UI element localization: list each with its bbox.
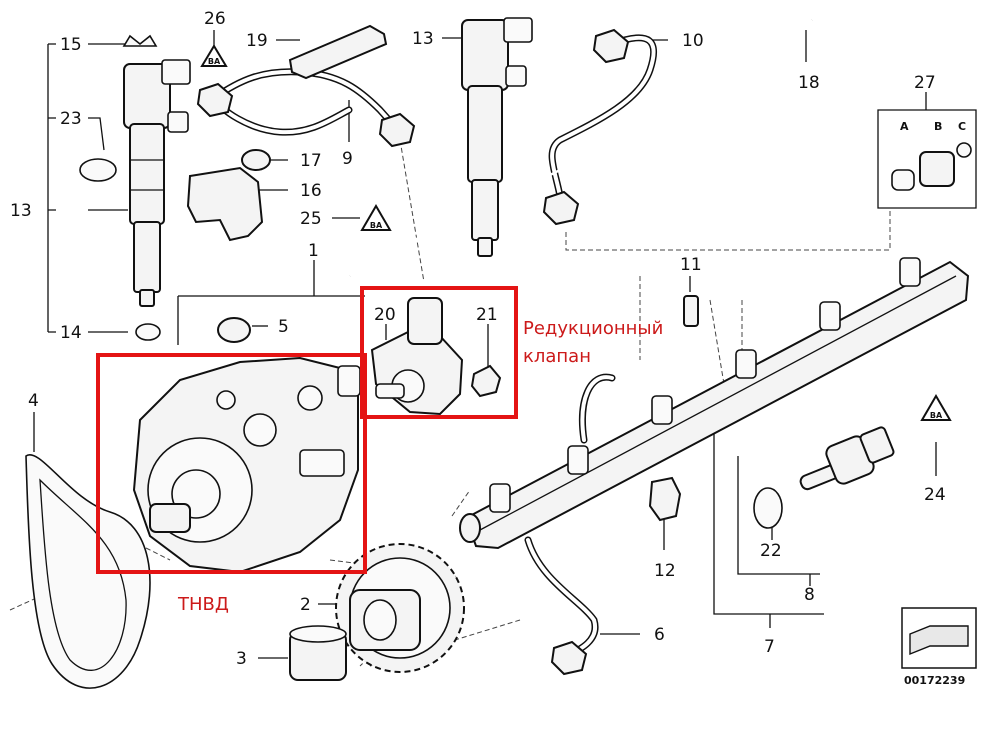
catalog-icon [909, 625, 969, 656]
holder-12 [648, 476, 682, 522]
callout-1: 1 [308, 241, 319, 261]
callout-2: 2 [300, 595, 311, 615]
valve-annotation-line2: клапан [523, 346, 591, 367]
reference-box: 00172239 [901, 607, 977, 687]
callout-23: 23 [60, 109, 82, 129]
connector-kit-27 [891, 142, 972, 191]
sub-part-a: A [900, 120, 909, 133]
valve-highlight-box [360, 286, 518, 419]
callout-3: 3 [236, 649, 247, 669]
screw-21 [470, 364, 502, 398]
fuel-pipes [210, 19, 813, 660]
warning-triangle-icon: BA [200, 44, 228, 67]
cap-17 [241, 149, 271, 171]
hose-19 [288, 24, 388, 80]
callout-26: 26 [204, 9, 226, 29]
callout-7: 7 [764, 637, 775, 657]
callout-numbers: 15 23 13 14 26 19 9 17 16 25 1 5 13 10 1… [10, 9, 966, 669]
fuel-rail [459, 257, 970, 550]
warning-triangle-icon: BA [920, 394, 952, 421]
callout-5: 5 [278, 317, 289, 337]
union-nut-6 [550, 640, 588, 676]
svg-text:BA: BA [208, 57, 221, 66]
callout-12: 12 [654, 561, 676, 581]
callout-10: 10 [682, 31, 704, 51]
seal-ring-23 [79, 158, 117, 182]
callout-21: 21 [476, 305, 498, 325]
callout-25: 25 [300, 209, 322, 229]
callout-11: 11 [680, 255, 702, 275]
bracket-16 [186, 166, 264, 242]
callout-18: 18 [798, 73, 820, 93]
callout-4: 4 [28, 391, 39, 411]
callout-19: 19 [246, 31, 268, 51]
callout-6: 6 [654, 625, 665, 645]
callout-14: 14 [60, 323, 82, 343]
union-nut-9a [196, 82, 234, 118]
union-nut-9b [378, 112, 416, 148]
pump-highlight-box [96, 353, 367, 574]
rail-pressure-sensor [799, 426, 895, 491]
clip-15 [122, 34, 158, 47]
screw-11 [683, 295, 699, 327]
seal-ring-14 [135, 323, 161, 341]
callout-13-right: 13 [412, 29, 434, 49]
callout-17: 17 [300, 151, 322, 171]
callout-16: 16 [300, 181, 322, 201]
reference-number: 00172239 [904, 674, 965, 687]
callout-8: 8 [804, 585, 815, 605]
drive-gear-2 [335, 543, 465, 673]
pump-annotation: ТНВД [177, 594, 229, 615]
callout-20: 20 [374, 305, 396, 325]
sub-part-b: B [934, 120, 942, 133]
callout-9: 9 [342, 149, 353, 169]
seal-ring-22 [753, 487, 783, 529]
union-nut-10a [592, 28, 630, 64]
callout-27: 27 [914, 73, 936, 93]
injector-right [461, 17, 533, 257]
svg-text:BA: BA [370, 221, 383, 230]
callout-22: 22 [760, 541, 782, 561]
injector-left [123, 59, 191, 307]
sub-part-c: C [958, 120, 966, 133]
high-pressure-pump [132, 356, 361, 574]
callout-15: 15 [60, 35, 82, 55]
callout-13-left: 13 [10, 201, 32, 221]
valve-annotation-line1: Редукционный [523, 318, 663, 339]
cap-5 [217, 317, 251, 343]
sleeve-3 [289, 625, 347, 681]
union-nut-10b [542, 190, 580, 226]
svg-text:BA: BA [930, 411, 943, 420]
callout-24: 24 [924, 485, 946, 505]
warning-triangle-icon: BA [360, 204, 392, 231]
pressure-regulating-valve [370, 297, 502, 416]
